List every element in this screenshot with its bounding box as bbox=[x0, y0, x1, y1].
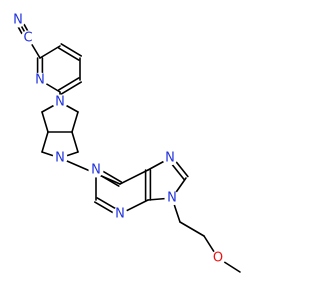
atom-label-nitrile-n: N bbox=[13, 13, 23, 28]
bond-line-12 bbox=[41, 111, 49, 133]
atom-background-purine-n9 bbox=[164, 190, 180, 206]
atom-background-pyrrolidine-n-top bbox=[52, 94, 68, 110]
atom-label-nitrile-c: C bbox=[23, 31, 32, 46]
atom-background-purine-n3 bbox=[112, 206, 128, 222]
atom-label-ether-o: O bbox=[213, 251, 223, 266]
atom-label-purine-n9: N bbox=[167, 191, 177, 206]
atom-label-pyrrolidine-n-bottom: N bbox=[55, 151, 65, 166]
bond-line-15 bbox=[41, 131, 49, 153]
atom-background-pyridine-n bbox=[32, 72, 48, 88]
bond-line-5b bbox=[60, 81, 83, 95]
bond-line-2 bbox=[39, 45, 61, 59]
bond-line-19 bbox=[119, 169, 149, 185]
bond-line-11 bbox=[71, 111, 79, 133]
atom-background-purine-n7 bbox=[162, 150, 178, 166]
bond-layer bbox=[14, 17, 241, 273]
atom-background-nitrile-c bbox=[20, 30, 36, 46]
bond-line-3b bbox=[60, 43, 83, 57]
atom-background-ether-o bbox=[210, 250, 226, 266]
atom-label-pyrrolidine-n-top: N bbox=[55, 95, 65, 110]
atom-label-pyridine-n: N bbox=[35, 73, 45, 88]
atom-label-purine-n1: N bbox=[91, 163, 101, 178]
bond-line-14 bbox=[71, 131, 79, 153]
atom-label-purine-n3: N bbox=[115, 207, 125, 222]
atom-background-purine-n1 bbox=[88, 162, 104, 178]
atom-label-purine-n7: N bbox=[165, 151, 175, 166]
atom-background-nitrile-n bbox=[10, 12, 26, 28]
atom-background-pyrrolidine-n-bottom bbox=[52, 150, 68, 166]
bond-line-3a bbox=[57, 47, 80, 61]
bond-line-30 bbox=[179, 221, 205, 237]
bond-line-5a bbox=[57, 77, 80, 91]
